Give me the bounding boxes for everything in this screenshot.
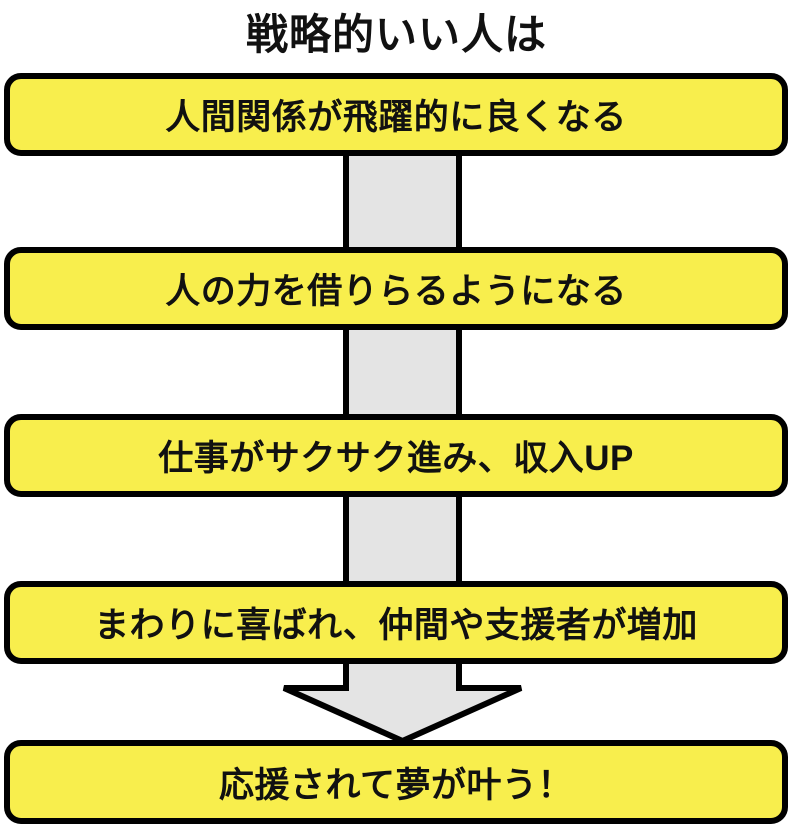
- flow-step-5: 応援されて夢が叶う！: [4, 740, 788, 824]
- diagram-title: 戦略的いい人は: [245, 11, 547, 58]
- flow-step-label: 人の力を借りらるようになる: [165, 272, 627, 311]
- flow-step-label: 応援されて夢が叶う！: [219, 765, 573, 805]
- flow-step-label: 仕事がサクサク進み、収入UP: [158, 439, 634, 478]
- flow-step-3: 仕事がサクサク進み、収入UP: [4, 414, 788, 497]
- flow-step-label: 人間関係が飛躍的に良くなる: [165, 98, 627, 137]
- flow-step-label: まわりに喜ばれ、仲間や支援者が増加: [94, 606, 698, 645]
- flow-step-4: まわりに喜ばれ、仲間や支援者が増加: [4, 581, 788, 664]
- flow-step-1: 人間関係が飛躍的に良くなる: [4, 73, 788, 156]
- flow-step-2: 人の力を借りらるようになる: [4, 247, 788, 330]
